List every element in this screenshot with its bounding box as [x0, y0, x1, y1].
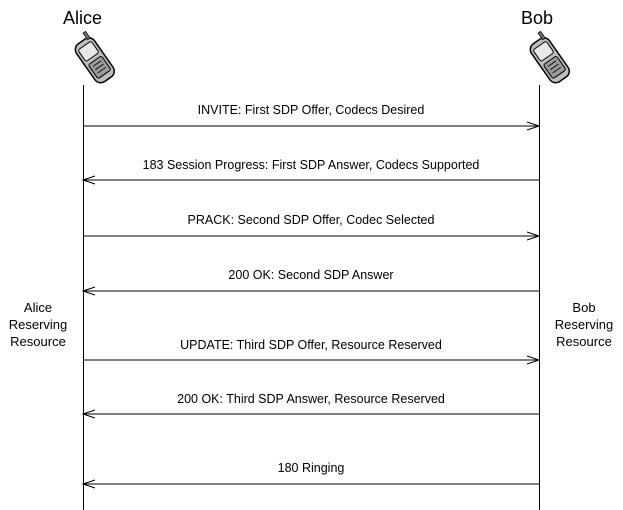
message-label: INVITE: First SDP Offer, Codecs Desired	[197, 103, 425, 117]
arrowhead	[526, 231, 541, 241]
alice-lifeline	[83, 85, 84, 510]
message-label: UPDATE: Third SDP Offer, Resource Reserv…	[180, 338, 442, 352]
bob-lifeline	[539, 85, 540, 510]
alice-reserving-note: Alice Reserving Resource	[4, 299, 72, 350]
message-label: 200 OK: Second SDP Answer	[228, 268, 394, 282]
alice-note-line: Alice	[23, 300, 53, 315]
bob-note-line: Reserving	[554, 317, 614, 332]
message-label: 183 Session Progress: First SDP Answer, …	[142, 158, 480, 172]
bob-label: Bob	[521, 8, 554, 28]
mobile-phone-icon	[529, 30, 570, 84]
arrowhead	[81, 479, 96, 489]
message-label: 180 Ringing	[277, 461, 345, 475]
arrowhead	[81, 175, 96, 185]
arrowhead	[526, 121, 541, 131]
bob-note-line: Bob	[572, 300, 596, 315]
bob-reserving-note: Bob Reserving Resource	[548, 299, 620, 350]
message-label: PRACK: Second SDP Offer, Codec Selected	[187, 213, 435, 227]
alice-note-line: Resource	[10, 334, 66, 349]
arrowhead	[81, 286, 96, 296]
arrowhead	[526, 355, 541, 365]
mobile-phone-icon	[74, 30, 115, 84]
bob-note-line: Resource	[556, 334, 612, 349]
message-label: 200 OK: Third SDP Answer, Resource Reser…	[177, 392, 445, 406]
alice-note-line: Reserving	[8, 317, 68, 332]
alice-label: Alice	[63, 8, 103, 28]
arrowhead	[81, 409, 96, 419]
